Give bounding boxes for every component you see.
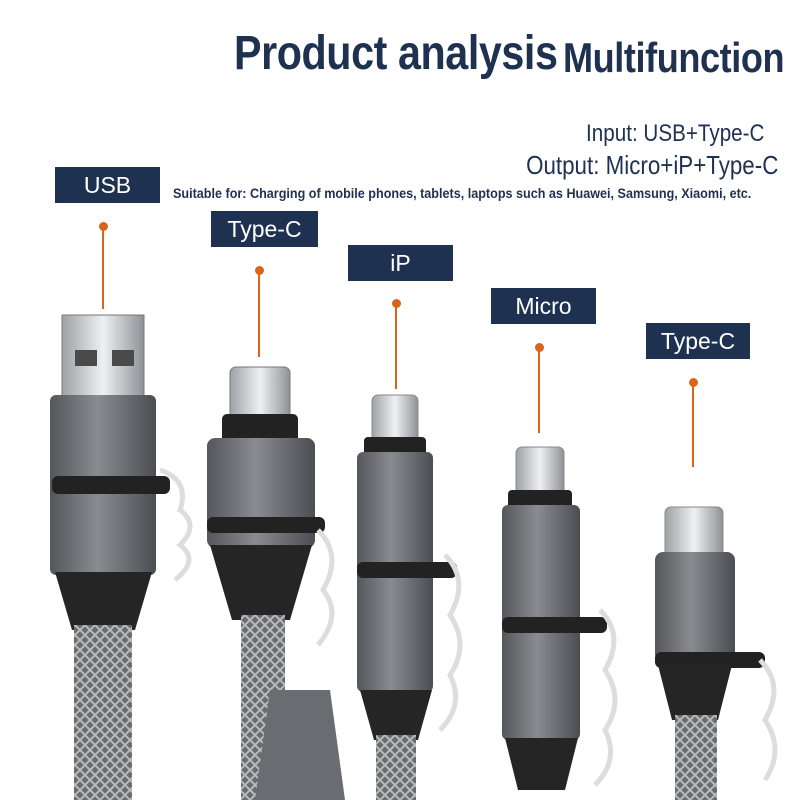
- lightning-connector-icon: [357, 394, 463, 800]
- type-c-label-2: Type-C: [646, 323, 750, 359]
- page-title: Product analysis: [234, 27, 558, 80]
- suitable-for-text: Suitable for: Charging of mobile phones,…: [173, 185, 752, 201]
- usb-leader-dot: [99, 222, 108, 231]
- type-c-leader-line: [258, 271, 260, 357]
- usb-leader-line: [102, 227, 104, 309]
- micro-leader-line: [538, 348, 540, 433]
- page-subtitle: Multifunction: [563, 34, 785, 81]
- ip-label: iP: [348, 245, 453, 281]
- input-spec: Input: USB+Type-C: [585, 120, 764, 147]
- type-c-label: Type-C: [211, 211, 318, 247]
- type-c-connector-icon: [207, 366, 345, 800]
- usb-connector-icon: [50, 314, 193, 800]
- output-spec: Output: Micro+iP+Type-C: [525, 150, 778, 180]
- micro-usb-connector-icon: [502, 446, 618, 790]
- ip-leader-dot: [392, 299, 401, 308]
- micro-label: Micro: [491, 288, 596, 324]
- type-c-connector-icon-2: [655, 506, 778, 800]
- usb-label: USB: [55, 167, 160, 203]
- micro-leader-dot: [535, 343, 544, 352]
- type-c-leader-dot: [255, 266, 264, 275]
- type-c-2-leader-dot: [689, 378, 698, 387]
- type-c-2-leader-line: [692, 383, 694, 467]
- ip-leader-line: [395, 304, 397, 389]
